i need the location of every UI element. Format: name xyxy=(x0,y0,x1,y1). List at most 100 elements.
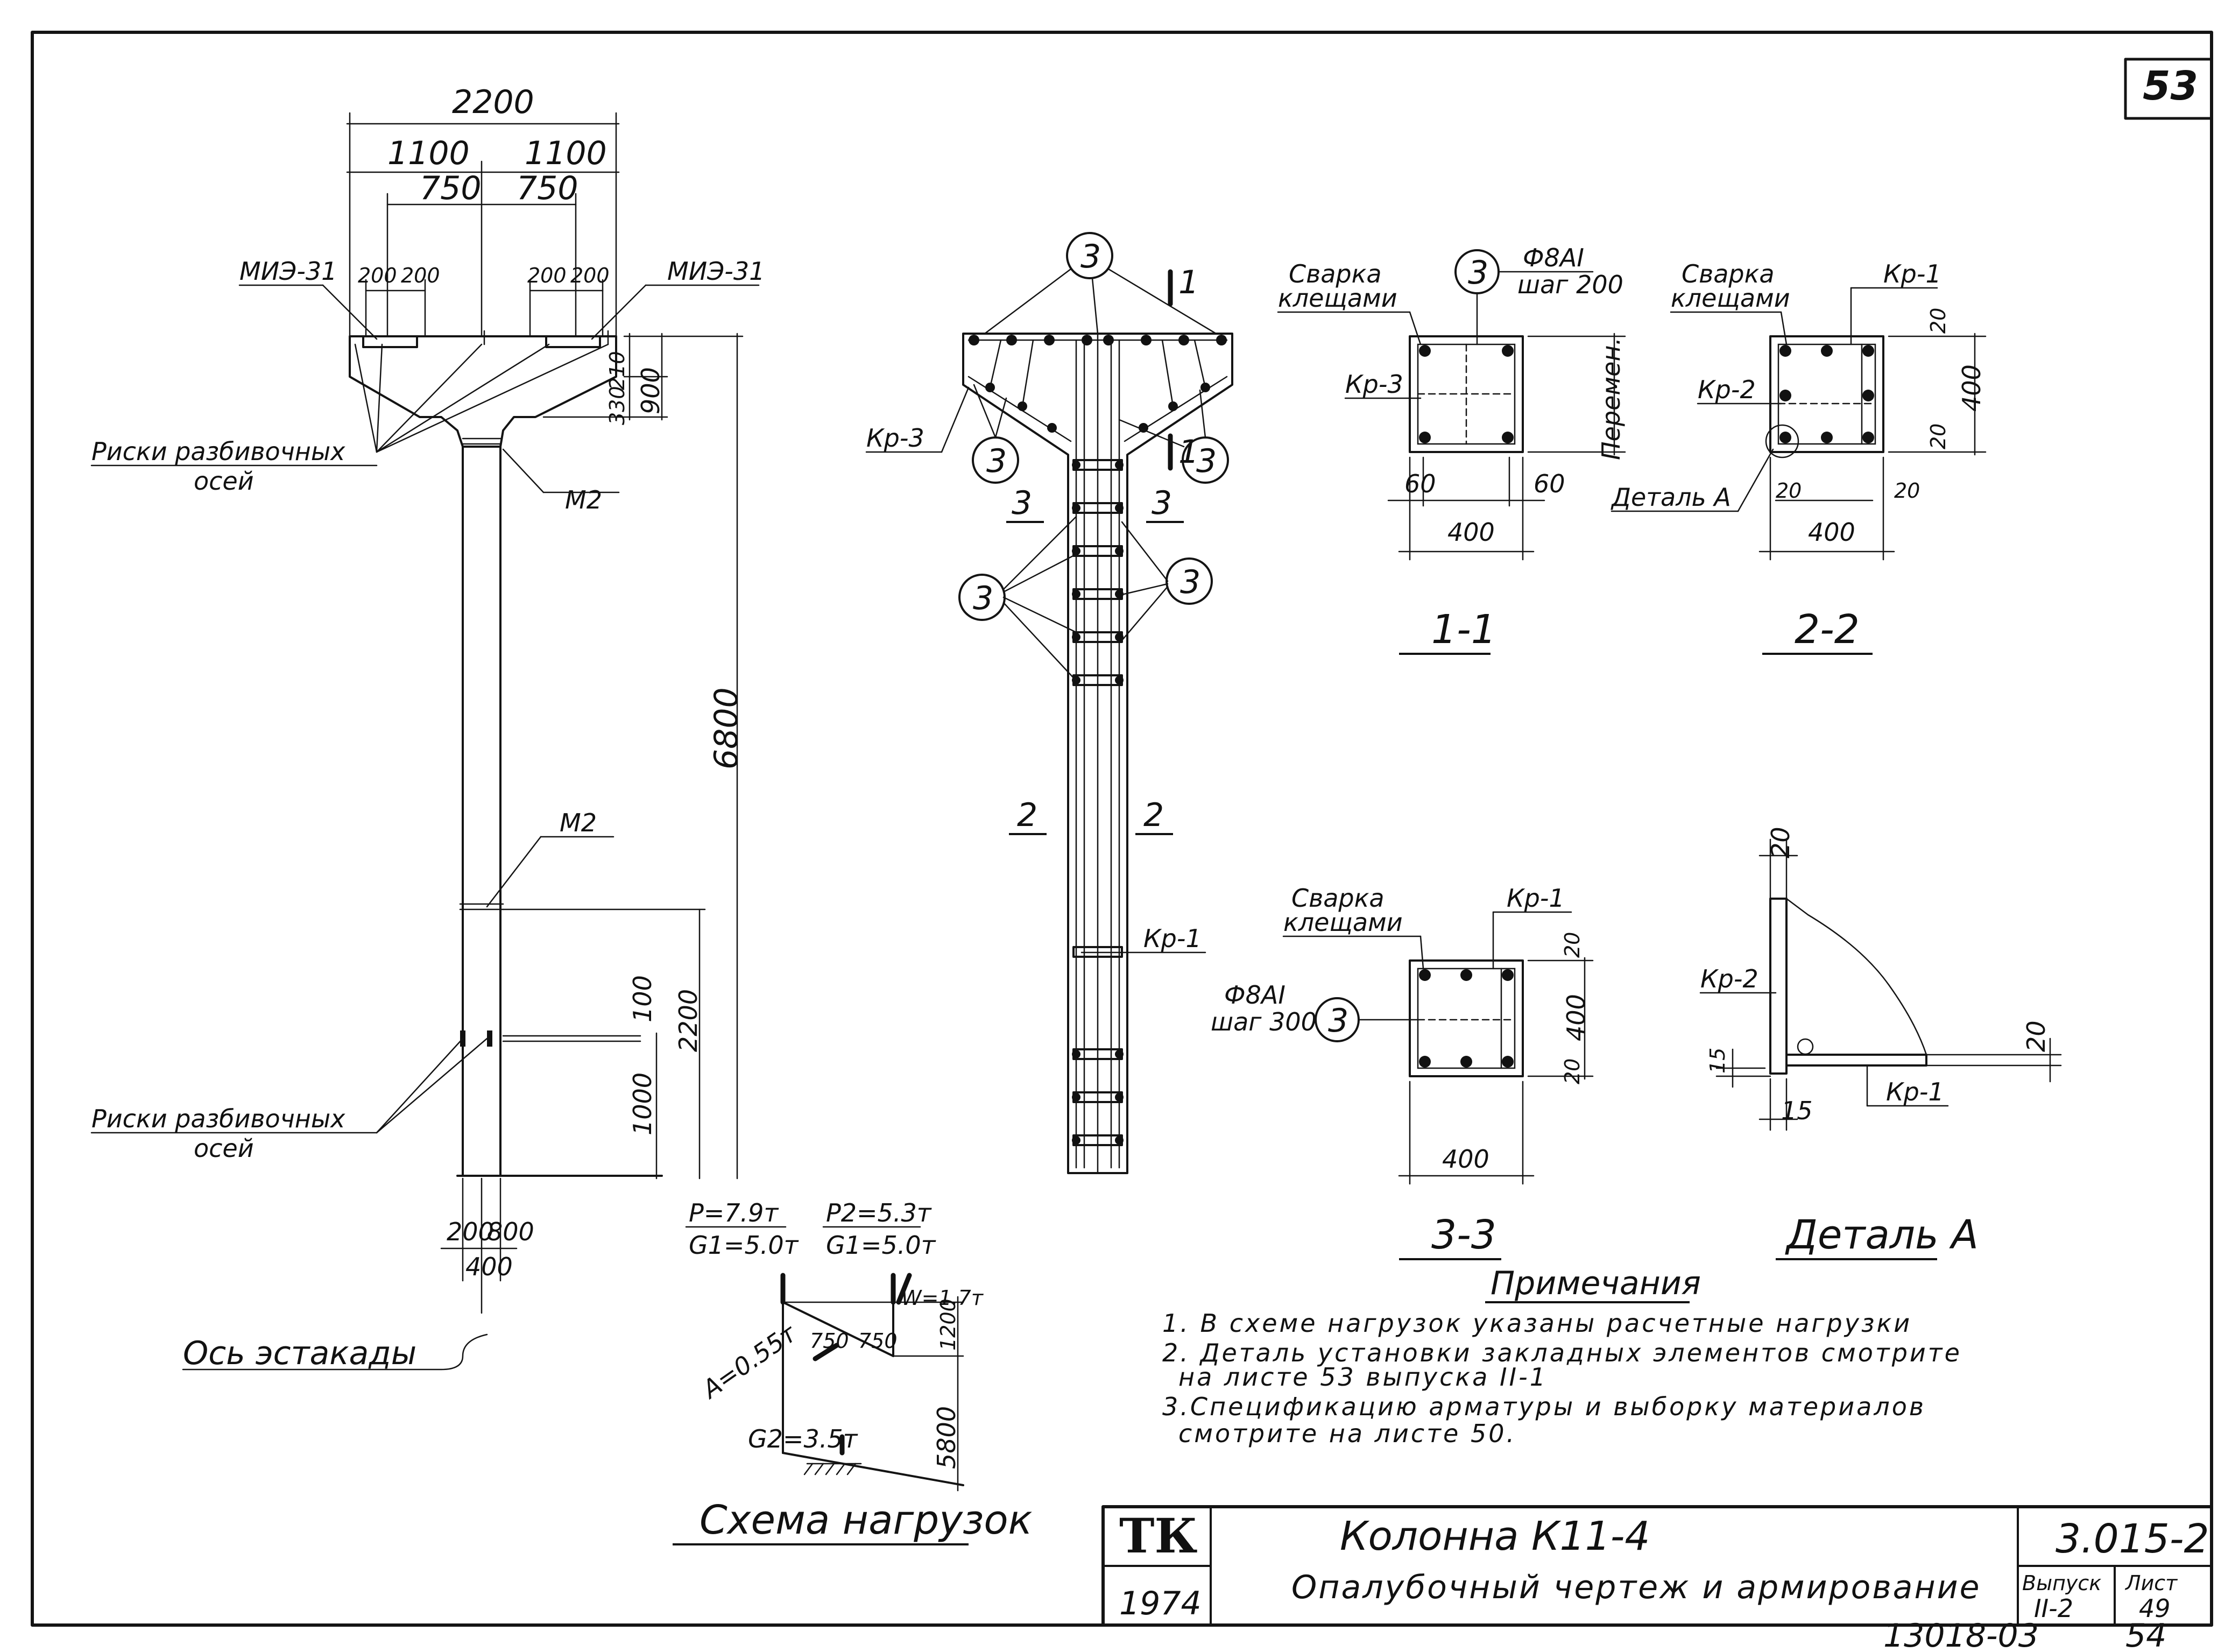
embedded-right-label: МИЭ-31 xyxy=(667,257,765,286)
section-3-left: 3 xyxy=(1012,484,1032,522)
bottom-number-left: 13018-03 xyxy=(1883,1617,2039,1652)
dim-200-4: 200 xyxy=(570,264,610,287)
column-elevation xyxy=(349,330,663,1177)
callout-3-mid-right: 3 xyxy=(1180,563,1200,601)
title-sheet-value: 49 xyxy=(2139,1594,2171,1623)
dim-20-bot-22: 20 xyxy=(1926,423,1950,449)
title-block xyxy=(1101,1505,2213,1627)
dim-15-v-detail: 15 xyxy=(1706,1048,1729,1074)
welding-label-11-2: клещами xyxy=(1278,284,1397,313)
left-top-dimensions xyxy=(346,112,620,337)
marks-label-bottom-2: осей xyxy=(194,1134,254,1163)
callout-3-left: 3 xyxy=(986,442,1007,480)
bar-label-11-2: шаг 200 xyxy=(1517,270,1623,299)
kr1-label-detail: Кр-1 xyxy=(1886,1077,1944,1106)
notes-line-3: на листе 53 выпуска II-1 xyxy=(1178,1362,1548,1392)
dim-20-left-22: 20 xyxy=(1776,479,1802,503)
left-right-dimensions xyxy=(502,333,744,1180)
dim-210: 210 xyxy=(605,351,629,390)
dim-200-2: 200 xyxy=(401,264,440,287)
dim-6800: 6800 xyxy=(708,687,745,769)
capital-bars xyxy=(969,335,1227,433)
notes-line-4: 3.Спецификацию арматуры и выборку матери… xyxy=(1162,1392,1926,1421)
section-2-2 xyxy=(1758,333,1987,561)
m2-top-label: М2 xyxy=(565,485,602,514)
title-line-1: Колонна К11-4 xyxy=(1340,1513,1650,1559)
section-1-top: 1 xyxy=(1178,264,1199,301)
title-code: 3.015-2 xyxy=(2056,1516,2209,1562)
section-3-right: 3 xyxy=(1152,484,1172,522)
detail-a xyxy=(1715,838,2062,1131)
kr1-label-22: Кр-1 xyxy=(1883,259,1941,288)
m2-mid-label: М2 xyxy=(560,808,597,837)
section-33-title: 3-3 xyxy=(1431,1212,1496,1258)
dim-200-1: 200 xyxy=(358,264,397,287)
welding-label-22-1: Сварка xyxy=(1682,259,1775,288)
dim-200-3: 200 xyxy=(527,264,567,287)
dim-bottom-800: 800 xyxy=(487,1217,534,1246)
dim-20-right-detail: 20 xyxy=(2022,1020,2051,1052)
dim-400-v-33: 400 xyxy=(1562,994,1591,1041)
load-dim-750b: 750 xyxy=(858,1329,898,1353)
load-scheme-title: Схема нагрузок xyxy=(700,1497,1033,1543)
notes-line-1: 1. В схеме нагрузок указаны расчетные на… xyxy=(1162,1309,1912,1338)
dim-2200: 2200 xyxy=(674,989,703,1052)
load-g1a: G1=5.0т xyxy=(689,1231,799,1260)
kr1-label-middle: Кр-1 xyxy=(1143,924,1202,953)
section-3-3 xyxy=(1398,957,1594,1185)
kr2-label-22: Кр-2 xyxy=(1698,375,1756,404)
dim-400-11: 400 xyxy=(1447,518,1495,547)
load-scheme xyxy=(780,1273,964,1492)
dim-bottom-400: 400 xyxy=(465,1252,513,1281)
bottom-number-right: 54 xyxy=(2125,1617,2166,1652)
marks-label-top-2: осей xyxy=(194,467,254,496)
load-dim-5800: 5800 xyxy=(932,1406,961,1469)
callout-3-33: 3 xyxy=(1328,1002,1348,1040)
callout-3-mid-left: 3 xyxy=(973,580,993,617)
dim-60-left-11: 60 xyxy=(1404,469,1436,498)
variable-label-11: Перемен. xyxy=(1597,337,1626,460)
title-line-2: Опалубочный чертеж и армирование xyxy=(1291,1569,1981,1606)
dim-750-left: 750 xyxy=(420,170,482,207)
section-1-1 xyxy=(1387,333,1626,561)
welding-label-22-2: клещами xyxy=(1671,284,1790,313)
callout-3-top xyxy=(984,232,1217,335)
dim-20-top-detail: 20 xyxy=(1766,827,1795,858)
dim-100: 100 xyxy=(628,975,657,1022)
load-dim-1200: 1200 xyxy=(936,1298,960,1351)
dim-1000: 1000 xyxy=(628,1072,657,1135)
kr1-label-33: Кр-1 xyxy=(1507,884,1565,913)
bar-label-33-2: шаг 300 xyxy=(1211,1007,1317,1036)
embedded-left-label: МИЭ-31 xyxy=(239,257,337,286)
dim-half-right: 1100 xyxy=(525,135,607,172)
dim-400-v-22: 400 xyxy=(1957,364,1986,412)
dim-400-33: 400 xyxy=(1442,1145,1489,1174)
dim-20-bot-33: 20 xyxy=(1560,1058,1584,1084)
sheet-number: 53 xyxy=(2143,63,2198,109)
load-dim-750a: 750 xyxy=(810,1329,849,1353)
dim-20-top-22: 20 xyxy=(1926,308,1950,334)
axis-label: Ось эстакады xyxy=(183,1335,416,1372)
load-w: W=1.7т xyxy=(901,1286,984,1310)
notes-title: Примечания xyxy=(1491,1265,1701,1302)
marks-label-bottom-1: Риски разбивочных xyxy=(91,1104,345,1133)
title-logo: ТК xyxy=(1119,1508,1198,1564)
callout-3-right: 3 xyxy=(1196,442,1217,480)
notes-line-2: 2. Деталь установки закладных элементов … xyxy=(1162,1338,1962,1367)
dim-60-right-11: 60 xyxy=(1534,469,1565,498)
welding-label-33-1: Сварка xyxy=(1291,884,1385,913)
section-2-right: 2 xyxy=(1143,796,1164,834)
load-g1b: G1=5.0т xyxy=(826,1231,936,1260)
dim-top-total: 2200 xyxy=(452,83,534,121)
welding-label-11-1: Сварка xyxy=(1289,259,1382,288)
bar-label-33-1: Ф8АI xyxy=(1224,980,1285,1009)
callout-3-11: 3 xyxy=(1468,254,1488,292)
load-a: А=0.55т xyxy=(696,1318,802,1405)
kr3-label-middle: Кр-3 xyxy=(866,423,924,453)
welding-label-33-2: клещами xyxy=(1283,908,1403,937)
callout-3-top-text: 3 xyxy=(1080,238,1101,276)
detail-a-title: Деталь А xyxy=(1785,1212,1979,1258)
stirrups xyxy=(1072,459,1124,1146)
notes-line-5: смотрите на листе 50. xyxy=(1178,1419,1516,1448)
